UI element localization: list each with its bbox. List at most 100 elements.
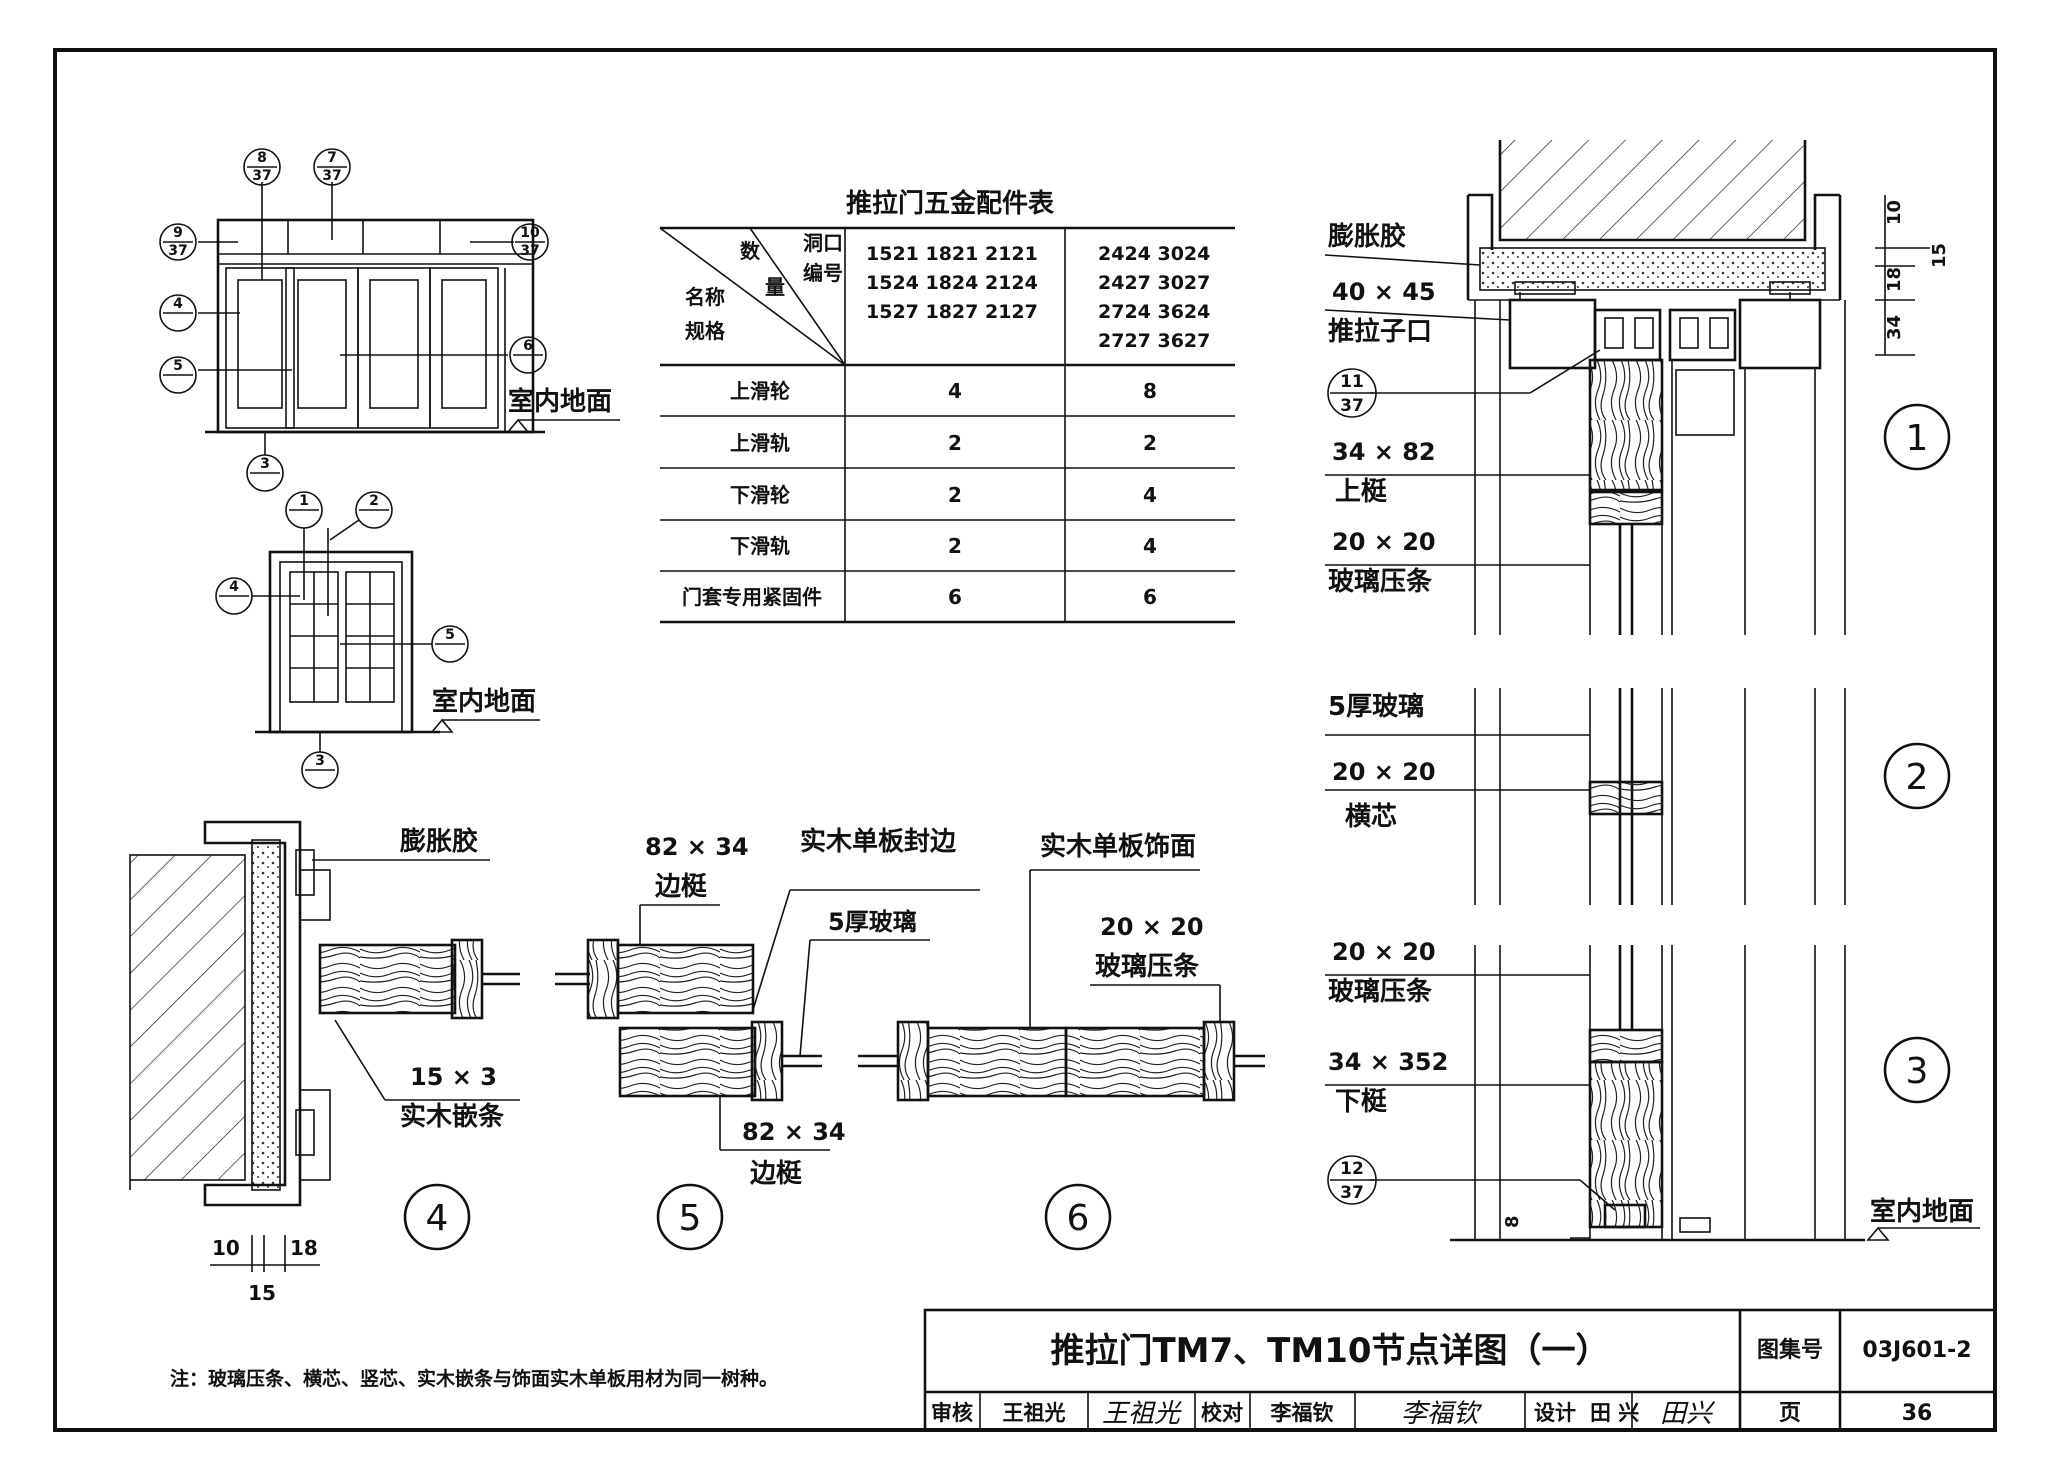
table-row-g2: 6: [1143, 585, 1157, 609]
sec-dim-8: 8: [1502, 1215, 1523, 1228]
d4-label-expansion: 膨胀胶: [400, 826, 478, 857]
floor-label-top: 室内地面: [508, 386, 612, 417]
callout-3-bottom: 3: [301, 751, 339, 789]
table-group1-line3: 1527 1827 2127: [866, 301, 1038, 323]
svg-text:3: 3: [260, 456, 270, 472]
d6-label-veneer-face: 实木单板饰面: [1040, 831, 1196, 862]
svg-text:6: 6: [523, 338, 533, 354]
checker-name: 李福钦: [1270, 1401, 1334, 1425]
sec-label-40x45: 40 × 45: [1332, 278, 1436, 306]
d5-label-82x34-top: 82 × 34: [645, 833, 749, 861]
d5-label-stile-bottom: 边梃: [750, 1159, 802, 1189]
svg-text:6: 6: [1067, 1198, 1090, 1239]
table-row-g1: 4: [948, 379, 962, 403]
sec-label-glass: 5厚玻璃: [1328, 691, 1424, 722]
detail-6-number: 6: [1044, 1183, 1112, 1251]
callout-9-37: 9 37: [159, 223, 197, 261]
title-block: [923, 1308, 1997, 1432]
page-number: 36: [1902, 1401, 1933, 1426]
table-row-name: 上滑轨: [730, 431, 790, 455]
sec-label-expansion: 膨胀胶: [1328, 221, 1406, 252]
svg-text:5: 5: [445, 627, 455, 643]
svg-text:37: 37: [1340, 1183, 1364, 1203]
svg-text:4: 4: [173, 296, 183, 312]
design-label: 设计: [1534, 1401, 1576, 1425]
table-row-g1: 6: [948, 585, 962, 609]
sec-label-bead-a: 玻璃压条: [1328, 566, 1433, 597]
callout-5-bottom: 5: [431, 625, 469, 663]
svg-text:2: 2: [369, 493, 379, 509]
designer-signature: 田兴: [1660, 1399, 1716, 1429]
detail-6-drawing: [858, 869, 1265, 1102]
d4-dim-10: 10: [212, 1236, 240, 1260]
sheet-title: 推拉门TM7、TM10节点详图（一）: [1050, 1331, 1609, 1371]
designer-name: 田 兴: [1590, 1401, 1639, 1425]
table-group2-line2: 2427 3027: [1098, 272, 1210, 294]
atlas-number: 03J601-2: [1862, 1338, 1971, 1363]
svg-text:8: 8: [257, 150, 267, 166]
d6-label-20x20: 20 × 20: [1100, 913, 1204, 941]
sec-label-sash: 推拉子口: [1328, 316, 1432, 347]
svg-text:9: 9: [173, 225, 183, 241]
svg-text:4: 4: [229, 579, 239, 595]
callout-11-37: 11 37: [1327, 368, 1377, 418]
callout-5-top: 5: [159, 356, 197, 394]
callout-2-bottom: 2: [329, 491, 393, 541]
table-group2-line4: 2727 3627: [1098, 330, 1210, 352]
section-number-3: 3: [1883, 1036, 1951, 1104]
vertical-section-drawing: [1324, 140, 1980, 1242]
sec-label-top-rail: 上梃: [1335, 477, 1387, 507]
page-label: 页: [1779, 1401, 1801, 1426]
review-label: 审核: [931, 1401, 973, 1425]
d5-label-glass: 5厚玻璃: [828, 908, 917, 936]
sec-label-mullion: 横芯: [1345, 802, 1397, 832]
floor-label-bottom: 室内地面: [432, 686, 536, 717]
atlas-label: 图集号: [1757, 1337, 1823, 1363]
table-header-qty-a: 数: [740, 239, 761, 263]
table-row-name: 上滑轮: [730, 379, 790, 403]
table-group1-line1: 1521 1821 2121: [866, 243, 1038, 265]
table-header-name: 名称: [685, 285, 725, 309]
table-title: 推拉门五金配件表: [846, 188, 1055, 219]
reviewer-signature: 王祖光: [1102, 1399, 1182, 1429]
svg-text:37: 37: [1340, 396, 1364, 416]
callout-4-bottom: 4: [215, 577, 253, 615]
callout-10-37: 10 37: [511, 223, 549, 261]
detail-5-number: 5: [656, 1183, 724, 1251]
callout-12-37: 12 37: [1327, 1155, 1377, 1205]
sec-label-20x20-c: 20 × 20: [1332, 938, 1436, 966]
svg-text:3: 3: [315, 753, 325, 769]
sheet-note: 注：玻璃压条、横芯、竖芯、实木嵌条与饰面实木单板用材为同一树种。: [170, 1367, 778, 1390]
table-header-opening: 洞口: [803, 231, 843, 255]
svg-text:7: 7: [327, 150, 337, 166]
sec-label-34x82: 34 × 82: [1332, 438, 1436, 466]
elevation-two-leaf-door: [252, 528, 540, 752]
table-group2-line3: 2724 3624: [1098, 301, 1210, 323]
table-row-g2: 4: [1143, 483, 1157, 507]
d6-label-bead: 玻璃压条: [1095, 951, 1200, 982]
detail-4-number: 4: [403, 1183, 471, 1251]
sec-label-floor: 室内地面: [1870, 1196, 1974, 1227]
table-header-qty-b: 量: [765, 275, 785, 299]
checker-signature: 李福钦: [1401, 1399, 1483, 1429]
sec-label-20x20-b: 20 × 20: [1332, 758, 1436, 786]
section-number-1: 1: [1883, 403, 1951, 471]
svg-text:37: 37: [168, 243, 187, 259]
sec-label-bead-c: 玻璃压条: [1328, 976, 1433, 1007]
sec-dim-10: 10: [1884, 200, 1905, 225]
table-row-g1: 2: [948, 431, 962, 455]
reviewer-name: 王祖光: [1003, 1401, 1066, 1425]
d5-label-82x34-bottom: 82 × 34: [742, 1118, 846, 1146]
svg-text:3: 3: [1906, 1051, 1929, 1092]
d5-label-edge-veneer: 实木单板封边: [800, 826, 957, 857]
detail-4-drawing: [129, 820, 520, 1272]
callout-4-top: 4: [159, 294, 197, 332]
callout-7-37: 7 37: [313, 148, 351, 186]
table-header-code: 编号: [803, 261, 843, 285]
svg-text:37: 37: [322, 168, 341, 184]
table-header-spec: 规格: [685, 319, 726, 343]
table-row-name: 下滑轮: [730, 483, 790, 507]
d4-dim-15: 15: [248, 1281, 276, 1305]
elevation-four-leaf-door: [198, 182, 620, 455]
